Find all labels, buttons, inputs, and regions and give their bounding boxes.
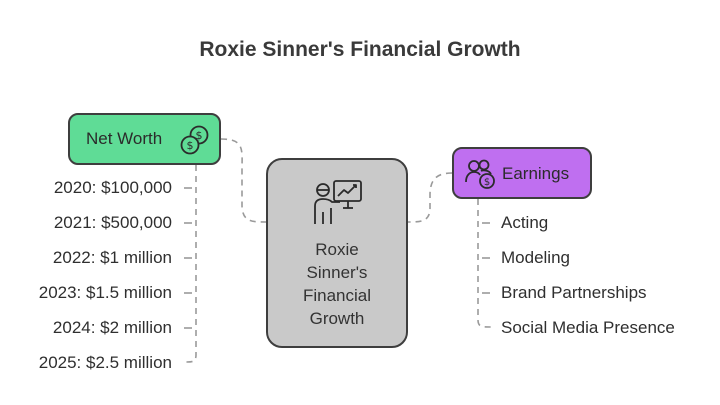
center-label-line: Sinner's xyxy=(306,263,368,282)
earnings-item-acting: Acting xyxy=(501,213,549,232)
earnings-label: Earnings xyxy=(502,164,570,183)
center-label-line: Growth xyxy=(309,309,365,328)
center-label-line: Financial xyxy=(302,286,372,305)
coins-icon: $ $ xyxy=(180,125,209,155)
presentation-chart-icon xyxy=(314,180,362,224)
net-worth-node: Net Worth $ $ xyxy=(68,113,221,165)
net-worth-item-2023: 2023: $1.5 million xyxy=(38,283,172,302)
earnings-spine xyxy=(477,199,493,328)
net-worth-label: Net Worth xyxy=(86,129,163,148)
center-label-line: Roxie xyxy=(315,240,359,259)
connector-networth-center xyxy=(220,138,267,223)
users-dollar-icon: $ xyxy=(465,159,495,189)
earnings-item-modeling: Modeling xyxy=(501,248,570,267)
connector-earnings-center xyxy=(407,172,453,223)
networth-spine xyxy=(185,165,197,363)
svg-text:$: $ xyxy=(196,129,203,142)
center-topic: Roxie Sinner's Financial Growth xyxy=(266,158,408,348)
earnings-node: $ Earnings xyxy=(452,147,592,199)
earnings-item-social-media: Social Media Presence xyxy=(501,318,675,337)
svg-text:$: $ xyxy=(187,139,194,152)
diagram-title: Roxie Sinner's Financial Growth xyxy=(199,38,521,61)
net-worth-item-2024: 2024: $2 million xyxy=(52,318,172,337)
center-label: Roxie Sinner's Financial Growth xyxy=(268,238,406,330)
net-worth-item-2025: 2025: $2.5 million xyxy=(38,353,172,372)
net-worth-item-2021: 2021: $500,000 xyxy=(53,213,172,232)
net-worth-item-2020: 2020: $100,000 xyxy=(53,178,172,197)
net-worth-item-2022: 2022: $1 million xyxy=(52,248,172,267)
earnings-item-brand-partnerships: Brand Partnerships xyxy=(501,283,647,302)
svg-text:$: $ xyxy=(484,177,490,188)
